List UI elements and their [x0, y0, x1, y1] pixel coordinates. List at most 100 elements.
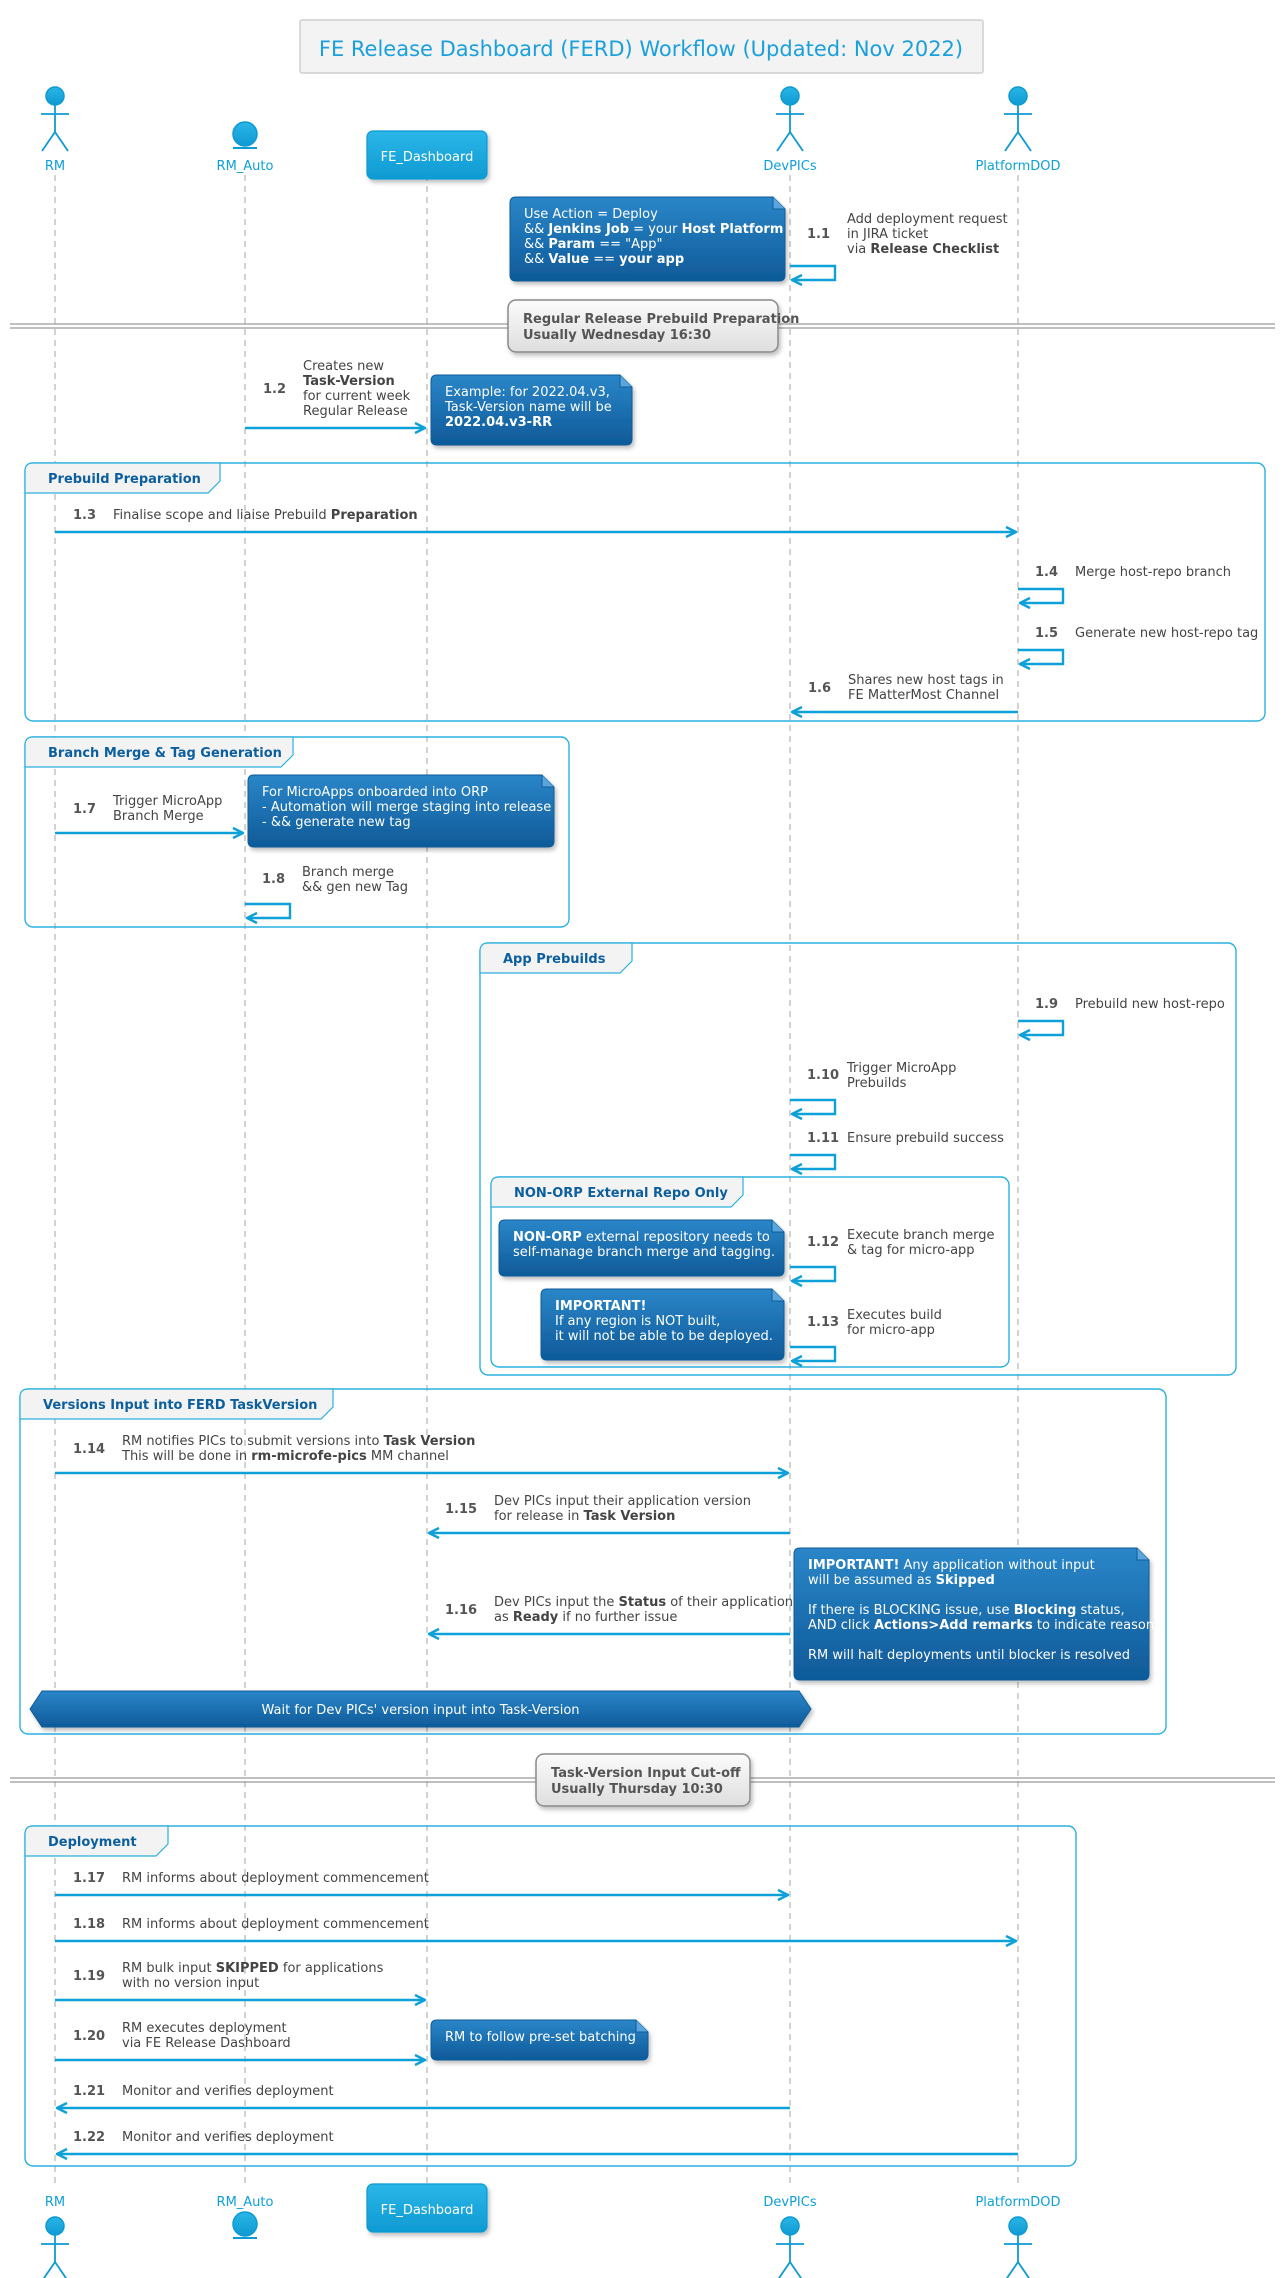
message-number: 1.19: [73, 1969, 105, 1984]
actor-icon: [1004, 86, 1032, 152]
participant-label: DevPICs: [763, 159, 816, 174]
message-number: 1.11: [807, 1131, 839, 1146]
message-text: Dev PICs input the Status of their appli…: [494, 1595, 793, 1625]
participant-rm-auto-top: RM_Auto: [217, 121, 274, 174]
message-1-12: 1.12 Execute branch merge& tag for micro-…: [790, 1228, 994, 1288]
wait-banner-text: Wait for Dev PICs' version input into Ta…: [261, 1703, 579, 1718]
message-number: 1.22: [73, 2130, 105, 2145]
participant-rm-bottom: RM: [41, 2195, 69, 2278]
message-number: 1.4: [1035, 565, 1058, 580]
wait-banner: Wait for Dev PICs' version input into Ta…: [29, 1690, 812, 1728]
svg-text:FE_Dashboard: FE_Dashboard: [381, 2203, 474, 2218]
message-number: 1.3: [73, 508, 96, 523]
actor-icon: [41, 2216, 69, 2278]
message-1-9: 1.9 Prebuild new host-repo: [1018, 997, 1225, 1042]
message-text: Generate new host-repo tag: [1075, 626, 1258, 641]
participant-rm-top: RM: [41, 86, 69, 174]
message-text: Execute branch merge& tag for micro-app: [847, 1228, 994, 1258]
frame-deployment: Deployment: [24, 1825, 1077, 2167]
message-number: 1.13: [807, 1315, 839, 1330]
message-number: 1.7: [73, 802, 96, 817]
message-text: RM informs about deployment commencement: [122, 1871, 429, 1886]
message-text: RM notifies PICs to submit versions into…: [121, 1434, 475, 1464]
message-text: Branch merge&& gen new Tag: [302, 865, 408, 895]
message-text: Prebuild new host-repo: [1075, 997, 1225, 1012]
message-number: 1.21: [73, 2084, 105, 2099]
message-text: Merge host-repo branch: [1075, 565, 1231, 580]
message-1-4: 1.4 Merge host-repo branch: [1018, 565, 1231, 610]
frame-label: Versions Input into FERD TaskVersion: [43, 1398, 317, 1413]
note: Use Action = Deploy&& Jenkins Job = your…: [509, 196, 786, 282]
actor-icon: [776, 86, 804, 152]
message-1-15: 1.15 Dev PICs input their application ver…: [427, 1494, 790, 1540]
message-1-3: 1.3 Finalise scope and liaise Prebuild Pr…: [55, 508, 1018, 539]
message-1-8: 1.8 Branch merge&& gen new Tag: [245, 865, 408, 925]
entity-icon: [232, 2211, 258, 2239]
message-number: 1.15: [445, 1502, 477, 1517]
participant-fe-dashboard-bottom: FE_Dashboard: [366, 2183, 488, 2233]
participant-label: RM: [45, 159, 65, 174]
participant-label: RM: [45, 2195, 65, 2210]
participant-label: DevPICs: [763, 2195, 816, 2210]
note-text: IMPORTANT! Any application without input…: [808, 1558, 1154, 1663]
frame-app-prebuilds: App Prebuilds: [479, 942, 1237, 1376]
message-number: 1.20: [73, 2029, 105, 2044]
participant-platformdod-top: PlatformDOD: [975, 86, 1061, 174]
participant-label: RM_Auto: [217, 159, 274, 174]
message-number: 1.18: [73, 1917, 105, 1932]
note: IMPORTANT!If any region is NOT built,it …: [540, 1288, 785, 1361]
message-text: Dev PICs input their application version…: [494, 1494, 751, 1524]
message-text: Monitor and verifies deployment: [122, 2084, 334, 2099]
actor-icon: [776, 2216, 804, 2278]
message-number: 1.8: [262, 872, 285, 887]
message-number: 1.16: [445, 1603, 477, 1618]
message-1-5: 1.5 Generate new host-repo tag: [1018, 626, 1258, 671]
message-1-19: 1.19 RM bulk input SKIPPED for applicatio…: [55, 1961, 427, 2007]
message-number: 1.2: [263, 382, 286, 397]
frame-label: Branch Merge & Tag Generation: [48, 746, 282, 761]
message-text: Finalise scope and liaise Prebuild Prepa…: [113, 508, 418, 523]
actor-icon: [41, 86, 69, 152]
message-number: 1.12: [807, 1235, 839, 1250]
participant-label: PlatformDOD: [975, 2195, 1060, 2210]
frame-label: Prebuild Preparation: [48, 472, 201, 487]
frame-prebuild-preparation: Prebuild Preparation: [24, 462, 1266, 722]
message-number: 1.5: [1035, 626, 1058, 641]
svg-text:FE_Dashboard: FE_Dashboard: [381, 150, 474, 165]
frame-branch-merge-tag-generation: Branch Merge & Tag Generation: [24, 736, 570, 928]
frame-non-orp-external-repo-only: NON-ORP External Repo Only: [490, 1176, 1010, 1368]
actor-icon: [1004, 2216, 1032, 2278]
message-number: 1.9: [1035, 997, 1058, 1012]
frame-label: NON-ORP External Repo Only: [514, 1186, 728, 1201]
participant-platformdod-bottom: PlatformDOD: [975, 2195, 1061, 2278]
note: IMPORTANT! Any application without input…: [793, 1547, 1154, 1681]
note-text: Use Action = Deploy&& Jenkins Job = your…: [524, 207, 783, 267]
message-1-16: 1.16 Dev PICs input the Status of their a…: [427, 1595, 793, 1641]
participant-label: RM_Auto: [217, 2195, 274, 2210]
message-1-21: 1.21 Monitor and verifies deployment: [55, 2084, 790, 2115]
notes: Use Action = Deploy&& Jenkins Job = your…: [247, 196, 1154, 2061]
message-number: 1.1: [807, 227, 830, 242]
